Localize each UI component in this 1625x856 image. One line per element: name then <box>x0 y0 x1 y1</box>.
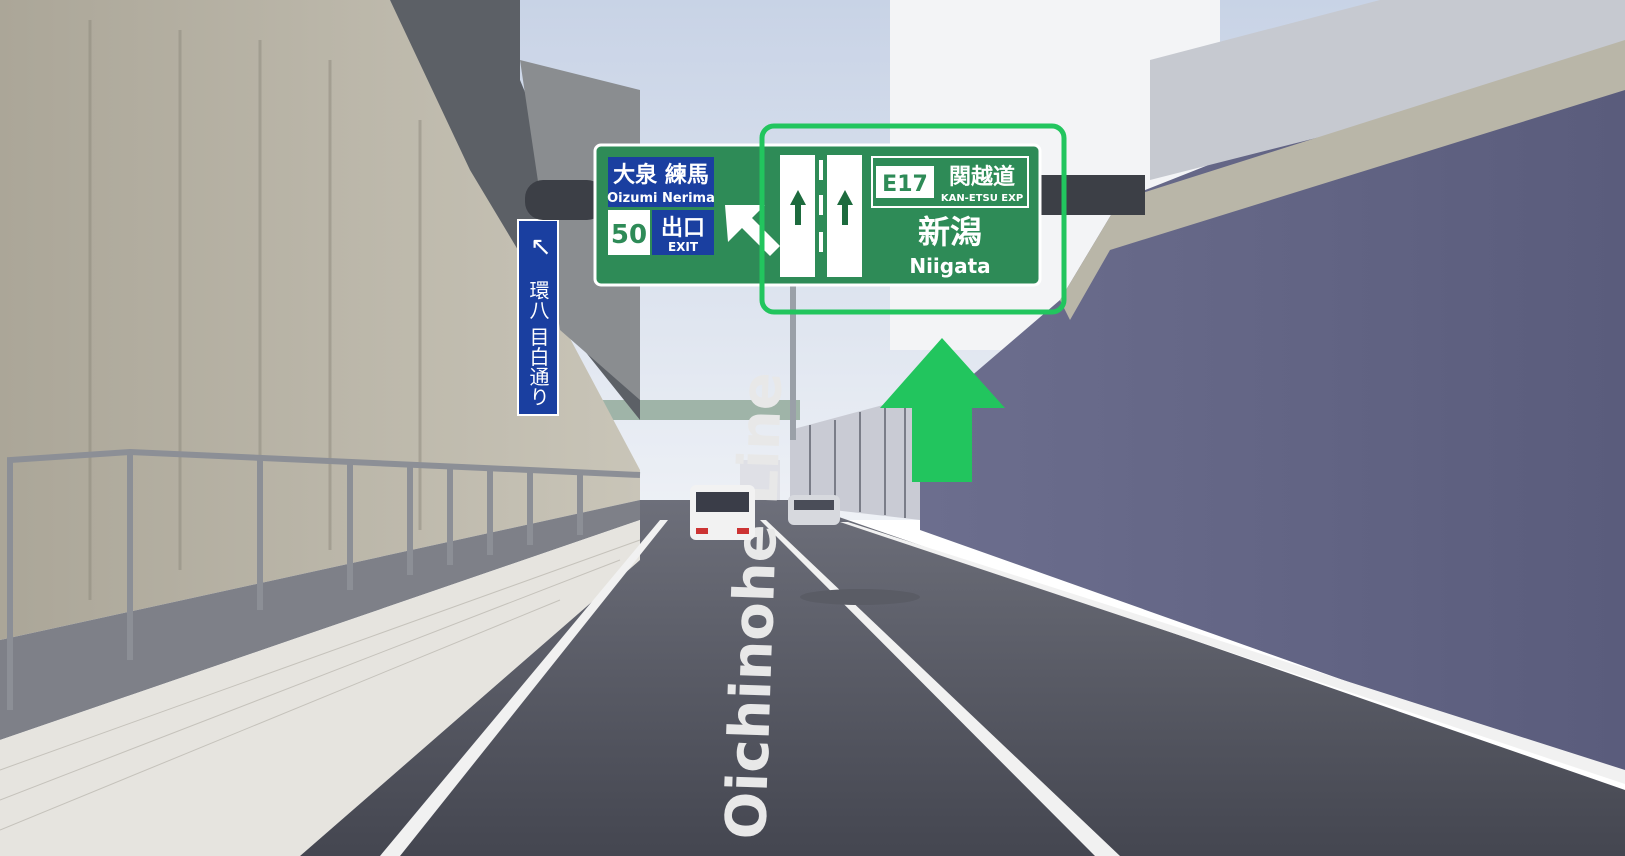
exit-dest-en: Oizumi Nerima <box>607 191 715 206</box>
exit-dest-jp: 大泉 練馬 <box>613 162 709 188</box>
exit-number: 50 <box>611 220 647 250</box>
road-surface <box>300 500 1625 856</box>
lane-arrow-icon-left <box>790 190 806 225</box>
tiled-barrier <box>0 520 640 856</box>
overhead-sign: 大泉 練馬 Oizumi Nerima 50 出口 EXIT E17 関越道 K… <box>593 143 1042 287</box>
exit-label-jp: 出口 <box>661 216 705 241</box>
lane-arrow-icon-right <box>837 190 853 225</box>
guard-rail <box>7 448 641 710</box>
route-name-jp: 関越道 <box>949 164 1015 190</box>
right-edge-line <box>840 522 1625 784</box>
main-dest-jp: 新潟 <box>918 213 982 251</box>
right-fence <box>790 395 920 520</box>
side-blue-sign: ↖ 環八 目白通り <box>517 219 559 416</box>
left-concrete-wall <box>0 0 640 640</box>
exit-label-en: EXIT <box>668 240 699 254</box>
route-code: E17 <box>882 172 928 197</box>
right-sunlit-top <box>1060 40 1625 320</box>
exit-arrow-icon <box>725 205 780 256</box>
exit-destination-panel <box>608 157 714 207</box>
silver-car <box>788 495 840 525</box>
fence-posts <box>809 400 906 518</box>
road-arrow-marking <box>800 589 920 605</box>
svg-text:↖: ↖ <box>530 232 552 262</box>
up-arrow-icon <box>880 338 1005 482</box>
tile-lines <box>0 539 641 831</box>
distant-overpass <box>600 400 800 420</box>
exit-label-box <box>652 210 714 255</box>
sign-bracket-left <box>525 180 605 220</box>
sign-bracket-right <box>1035 175 1145 215</box>
right-upper-wall <box>1150 0 1625 180</box>
side-sign-text: 環八 目白通り <box>526 280 550 406</box>
sign-pole <box>790 280 796 440</box>
left-walkway <box>0 500 640 740</box>
route-name-en: KAN-ETSU EXP <box>941 193 1023 204</box>
route-code-box <box>876 166 934 198</box>
highlight-box <box>759 123 1067 315</box>
right-concrete-wall <box>920 0 1625 780</box>
exit-number-box <box>608 210 650 255</box>
main-dest-en: Niigata <box>909 254 990 278</box>
left-edge-line <box>380 520 668 856</box>
wall-stains <box>88 20 422 600</box>
white-van <box>690 485 755 540</box>
